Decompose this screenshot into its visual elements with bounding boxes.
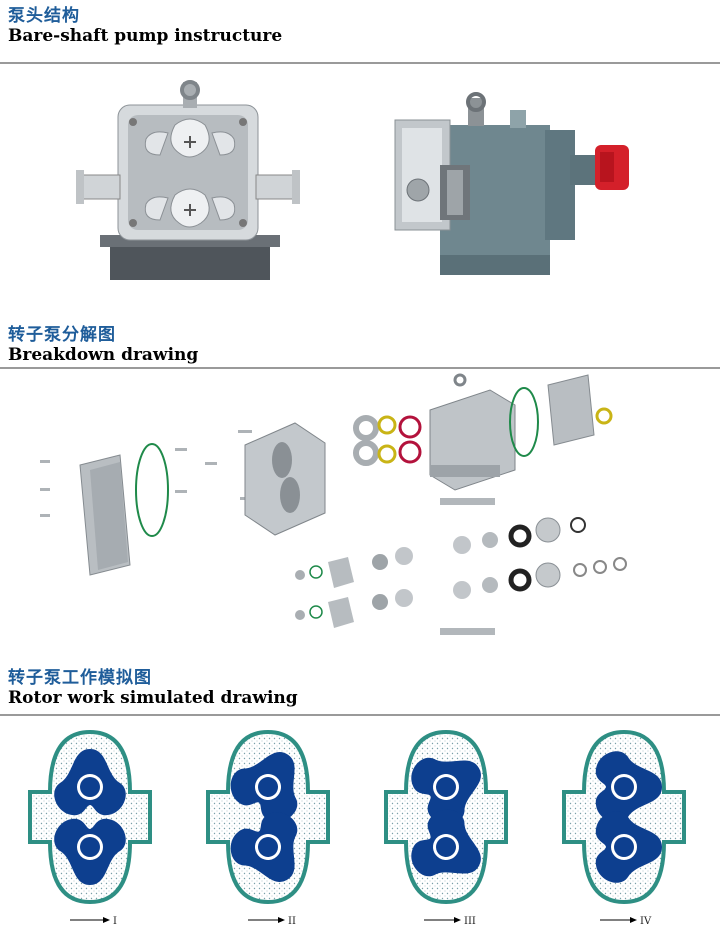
rotor-assembly-lower bbox=[295, 557, 627, 628]
drive-shafts bbox=[440, 498, 495, 635]
section-3-title-en: Rotor work simulated drawing bbox=[8, 688, 298, 708]
section-2-title-zh: 转子泵分解图 bbox=[8, 325, 116, 345]
step-label-4: IV bbox=[640, 916, 652, 927]
simulation-step-4 bbox=[562, 730, 686, 904]
step-arrow-3: III bbox=[424, 916, 476, 927]
step-label-1: I bbox=[113, 916, 117, 927]
section-2-title-en: Breakdown drawing bbox=[8, 345, 199, 365]
simulation-step-1 bbox=[28, 730, 152, 904]
section-1-title-zh: 泵头结构 bbox=[8, 6, 80, 26]
section-1-title-en: Bare-shaft pump instructure bbox=[8, 26, 283, 46]
step-arrow-4: IV bbox=[600, 916, 652, 927]
step-arrow-2: II bbox=[248, 916, 296, 927]
cover-bolts bbox=[40, 430, 254, 517]
section-1-heading: 泵头结构 Bare-shaft pump instructure bbox=[8, 6, 282, 46]
simulation-step-3 bbox=[384, 730, 508, 904]
section-3-divider bbox=[0, 714, 720, 716]
pump-body bbox=[244, 422, 326, 536]
rotor-simulation: I II III IV bbox=[28, 730, 686, 927]
step-label-3: III bbox=[464, 916, 476, 927]
bare-shaft-pump-photos bbox=[76, 80, 629, 280]
pump-side-view bbox=[394, 92, 629, 275]
rear-cover bbox=[547, 374, 595, 446]
rotor-assembly-upper bbox=[295, 517, 586, 588]
exploded-drawing bbox=[40, 373, 627, 635]
step-label-2: II bbox=[288, 916, 296, 927]
housing-o-ring bbox=[509, 387, 539, 457]
pump-front-view bbox=[76, 80, 300, 280]
rear-seal bbox=[595, 407, 613, 425]
front-cover bbox=[79, 454, 131, 576]
section-2-heading: 转子泵分解图 Breakdown drawing bbox=[8, 325, 198, 365]
step-arrow-1: I bbox=[70, 916, 117, 927]
gearbox-housing bbox=[429, 373, 516, 491]
section-1-divider bbox=[0, 62, 720, 64]
section-3-title-zh: 转子泵工作模拟图 bbox=[8, 668, 152, 688]
cover-o-ring bbox=[135, 443, 169, 537]
section-3-heading: 转子泵工作模拟图 Rotor work simulated drawing bbox=[8, 668, 298, 708]
simulation-step-2 bbox=[206, 730, 330, 904]
section-2-divider bbox=[0, 367, 720, 369]
